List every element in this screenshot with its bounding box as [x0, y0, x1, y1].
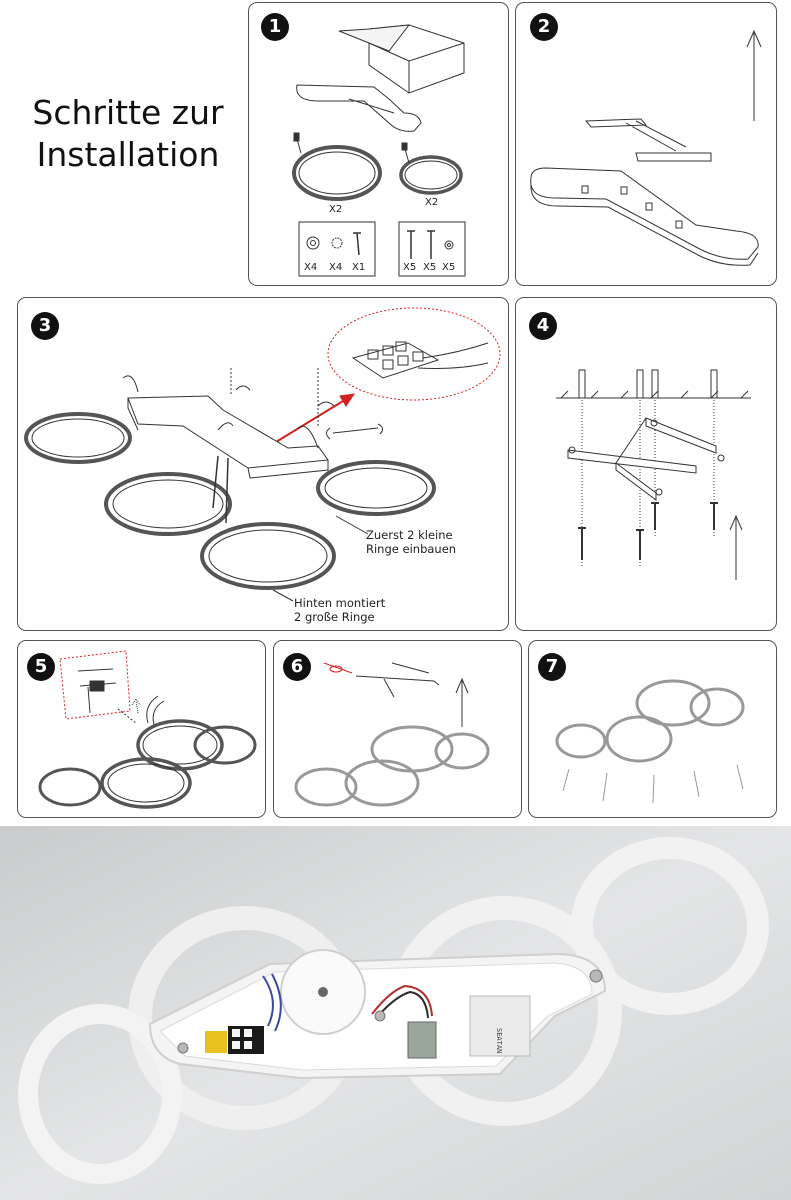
large-ring-qty: X2 — [329, 204, 343, 215]
title-line-2: Installation — [36, 135, 220, 174]
photo-warning-sticker — [205, 1031, 227, 1053]
title-line-1: Schritte zur — [32, 93, 224, 132]
step-7-illustration — [555, 679, 745, 804]
large-ring-back — [635, 679, 711, 727]
step-4-illustration — [556, 369, 751, 580]
large-ring-back — [370, 725, 454, 773]
light-rays — [562, 764, 744, 804]
step-5-panel: 5 — [17, 640, 266, 818]
step-1-panel: 1 X2 X2 X4 X4 X1 X5 X5 X5 — [248, 2, 509, 286]
photo-connector — [407, 1021, 437, 1059]
page-title: Schritte zur Installation — [18, 92, 238, 176]
wall-anchor-1 — [578, 369, 586, 399]
large-ring — [292, 145, 382, 201]
parts-box-right — [398, 221, 466, 277]
photo-ring-small-right — [571, 837, 769, 1015]
part-qty-wrench: X1 — [352, 262, 366, 273]
wall-anchor-2 — [636, 369, 644, 399]
step-6-panel: 6 — [273, 640, 522, 818]
large-ring-front — [605, 715, 673, 763]
step-4-number: 4 — [529, 312, 557, 340]
step-5-illustration — [38, 650, 257, 809]
large-ring-middle — [104, 472, 232, 536]
part-qty-anchor: X5 — [423, 262, 437, 273]
step-3-illustration — [24, 307, 501, 602]
small-ring-left — [38, 767, 102, 807]
product-photo: SEATAN — [0, 826, 791, 1200]
wall-anchor-4 — [710, 369, 718, 399]
small-ring-left — [294, 767, 358, 807]
part-qty-screw: X5 — [403, 262, 417, 273]
step-3-number: 3 — [31, 312, 59, 340]
small-ring-left — [555, 723, 607, 759]
mounting-bracket — [584, 118, 712, 162]
large-ring-front — [344, 759, 420, 807]
parts-box-left — [298, 221, 376, 277]
small-ring-right — [193, 725, 257, 765]
step-2-illustration — [530, 29, 762, 266]
step-6-number: 6 — [283, 653, 311, 681]
photo-label — [469, 995, 531, 1057]
large-ring-front — [100, 757, 192, 809]
up-arrow — [746, 29, 762, 121]
part-qty-small-washer: X5 — [442, 262, 456, 273]
step-5-number: 5 — [27, 653, 55, 681]
step-1-number: 1 — [261, 13, 289, 41]
step-7-number: 7 — [538, 653, 566, 681]
wrench — [326, 423, 384, 440]
step-3-panel: 3 Zuerst 2 kleine Ringe einb — [17, 297, 509, 631]
part-qty-washer: X4 — [329, 262, 343, 273]
small-ring-left — [24, 412, 132, 464]
part-qty-nut: X4 — [304, 262, 318, 273]
photo-ring-small-left — [18, 1004, 182, 1184]
canopy — [530, 167, 759, 260]
wall-anchor-3 — [651, 369, 659, 399]
mounting-bracket — [355, 662, 440, 698]
small-ring — [399, 155, 463, 195]
small-ring-right — [434, 732, 490, 770]
zoom-detail-circle — [327, 307, 501, 401]
small-ring-qty: X2 — [425, 197, 439, 208]
canopy — [127, 395, 329, 469]
large-ring-front — [200, 522, 336, 590]
up-arrow — [729, 514, 743, 580]
box-edge — [368, 42, 465, 93]
photo-brand-label: SEATAN — [495, 1028, 503, 1053]
step-2-panel: 2 — [515, 2, 777, 286]
small-ring-right — [316, 460, 436, 516]
step-7-panel: 7 — [528, 640, 777, 818]
note-large-rings: Hinten montiert 2 große Ringe — [294, 596, 386, 624]
step-2-number: 2 — [530, 13, 558, 41]
step-4-panel: 4 — [515, 297, 777, 631]
zoom-detail — [59, 650, 131, 720]
step-6-illustration — [294, 662, 490, 807]
note-small-rings: Zuerst 2 kleine Ringe einbauen — [366, 528, 457, 556]
small-ring-right — [689, 687, 745, 727]
mounting-bracket — [567, 417, 717, 501]
up-arrow — [455, 677, 469, 727]
step-1-illustration — [292, 24, 466, 277]
canopy — [296, 84, 422, 132]
